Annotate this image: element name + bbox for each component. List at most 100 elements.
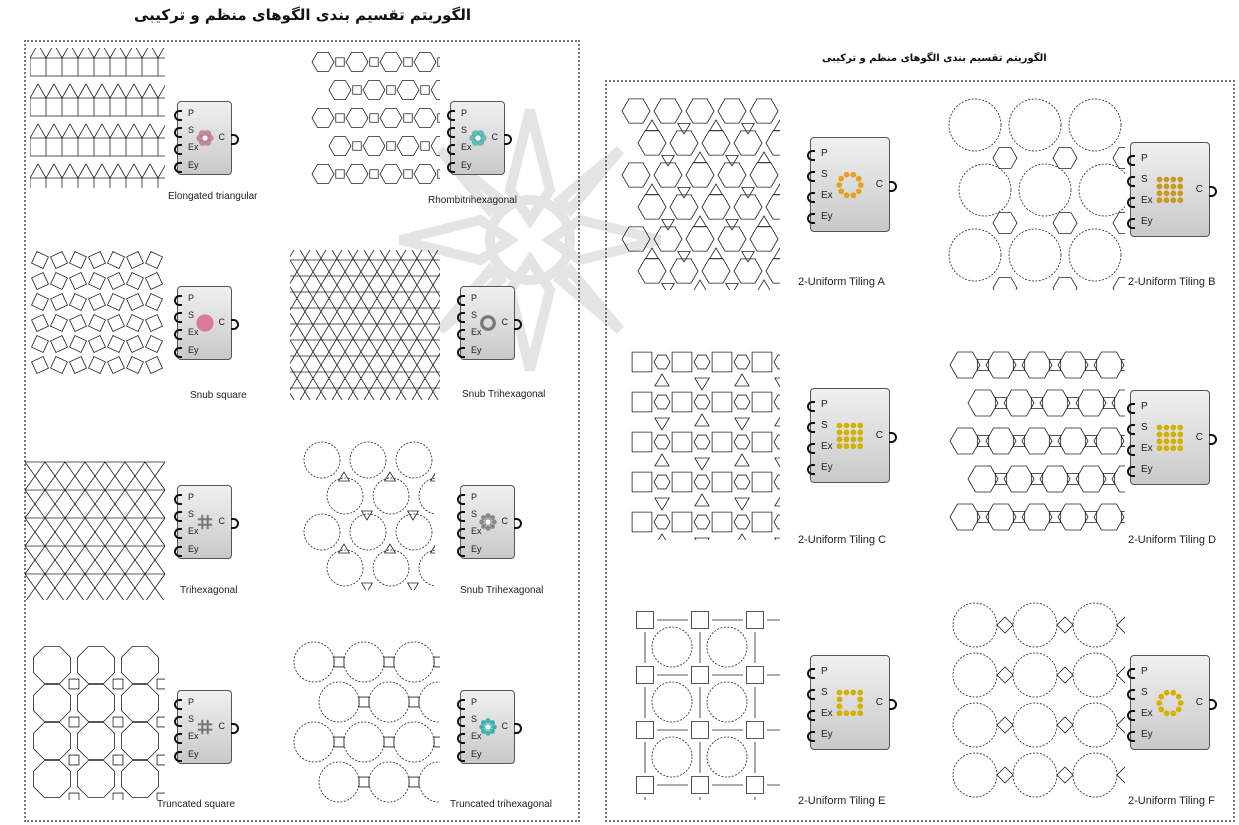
figure-title-right: الگوریتم تقسیم بندی الگوهای منظم و ترکیب… <box>822 53 1047 64</box>
output-port-c[interactable]: C <box>219 317 226 327</box>
input-port-p[interactable]: P <box>471 492 477 502</box>
input-port-ex[interactable]: Ex <box>821 708 833 719</box>
tiling-pattern-truncated-trihexagonal <box>290 640 440 805</box>
output-port-c[interactable]: C <box>502 721 509 731</box>
input-port-ex[interactable]: Ex <box>821 190 833 201</box>
input-port-p[interactable]: P <box>1141 153 1148 164</box>
input-port-ey[interactable]: Ey <box>1141 464 1153 475</box>
input-port-ey[interactable]: Ey <box>188 160 199 170</box>
input-port-s[interactable]: S <box>188 310 194 320</box>
tiling-caption: Rhombitrihexagonal <box>428 195 517 206</box>
output-port-c[interactable]: C <box>876 697 883 708</box>
tiling-pattern-elongated-triangular <box>30 48 165 188</box>
tiling-pattern-snub-trihexagonal-lines <box>290 250 440 400</box>
input-port-ex[interactable]: Ex <box>821 441 833 452</box>
component-preview-icon <box>835 688 865 718</box>
output-port-c[interactable]: C <box>1196 432 1203 443</box>
input-port-ey[interactable]: Ey <box>1141 216 1153 227</box>
input-port-ey[interactable]: Ey <box>188 345 199 355</box>
output-port-c[interactable]: C <box>876 430 883 441</box>
tiling-caption: Snub Trihexagonal <box>462 389 545 400</box>
component-preview-icon <box>196 513 214 531</box>
input-port-s[interactable]: S <box>821 420 828 431</box>
input-port-s[interactable]: S <box>821 687 828 698</box>
input-port-p[interactable]: P <box>188 108 194 118</box>
input-port-p[interactable]: P <box>821 399 828 410</box>
input-port-ey[interactable]: Ey <box>471 749 482 759</box>
input-port-ey[interactable]: Ey <box>188 544 199 554</box>
component-preview-icon <box>1155 175 1185 205</box>
input-port-ex[interactable]: Ex <box>1141 708 1153 719</box>
input-port-ey[interactable]: Ey <box>461 160 472 170</box>
output-port-c[interactable]: C <box>502 317 509 327</box>
input-port-ex[interactable]: Ex <box>1141 443 1153 454</box>
tiling-pattern-uniform-b <box>945 90 1125 290</box>
input-port-p[interactable]: P <box>188 697 194 707</box>
output-port-c[interactable]: C <box>492 132 499 142</box>
component-preview-icon <box>196 129 214 147</box>
input-port-s[interactable]: S <box>471 714 477 724</box>
input-port-s[interactable]: S <box>461 125 467 135</box>
tiling-caption: 2-Uniform Tiling A <box>798 276 885 288</box>
component-preview-icon <box>196 314 214 332</box>
input-port-ey[interactable]: Ey <box>1141 729 1153 740</box>
output-port-c[interactable]: C <box>502 516 509 526</box>
output-port-c[interactable]: C <box>1196 184 1203 195</box>
input-port-p[interactable]: P <box>471 293 477 303</box>
input-port-p[interactable]: P <box>1141 666 1148 677</box>
tiling-caption: 2-Uniform Tiling F <box>1128 795 1215 807</box>
input-port-ex[interactable]: Ex <box>1141 195 1153 206</box>
input-port-p[interactable]: P <box>821 148 828 159</box>
output-port-c[interactable]: C <box>219 132 226 142</box>
input-port-s[interactable]: S <box>821 169 828 180</box>
tiling-caption: Trihexagonal <box>180 585 237 596</box>
output-port-c[interactable]: C <box>1196 697 1203 708</box>
tiling-pattern-uniform-d <box>945 345 1125 545</box>
input-port-ey[interactable]: Ey <box>821 729 833 740</box>
output-port-c[interactable]: C <box>876 179 883 190</box>
output-port-c[interactable]: C <box>219 721 226 731</box>
input-port-s[interactable]: S <box>471 509 477 519</box>
input-port-p[interactable]: P <box>188 293 194 303</box>
input-port-ey[interactable]: Ey <box>471 345 482 355</box>
component-preview-icon <box>479 718 497 736</box>
tiling-pattern-truncated-square <box>30 640 165 800</box>
figure-title-left: الگوریتم تقسیم بندی الگوهای منظم و ترکیب… <box>134 6 471 24</box>
input-port-ey[interactable]: Ey <box>821 462 833 473</box>
input-port-s[interactable]: S <box>1141 174 1148 185</box>
tiling-pattern-trihexagonal <box>25 450 165 600</box>
input-port-ey[interactable]: Ey <box>188 749 199 759</box>
input-port-p[interactable]: P <box>188 492 194 502</box>
input-port-s[interactable]: S <box>471 310 477 320</box>
input-port-s[interactable]: S <box>1141 422 1148 433</box>
tiling-caption: 2-Uniform Tiling C <box>798 534 886 546</box>
input-port-p[interactable]: P <box>461 108 467 118</box>
component-preview-icon <box>479 314 497 332</box>
input-port-s[interactable]: S <box>188 509 194 519</box>
input-port-ey[interactable]: Ey <box>821 211 833 222</box>
input-port-p[interactable]: P <box>1141 401 1148 412</box>
input-port-ey[interactable]: Ey <box>471 544 482 554</box>
input-port-p[interactable]: P <box>821 666 828 677</box>
input-port-s[interactable]: S <box>188 714 194 724</box>
input-port-p[interactable]: P <box>471 697 477 707</box>
tiling-pattern-uniform-c <box>620 340 780 540</box>
component-preview-icon <box>1155 423 1185 453</box>
output-port-c[interactable]: C <box>219 516 226 526</box>
input-port-s[interactable]: S <box>188 125 194 135</box>
input-port-s[interactable]: S <box>1141 687 1148 698</box>
